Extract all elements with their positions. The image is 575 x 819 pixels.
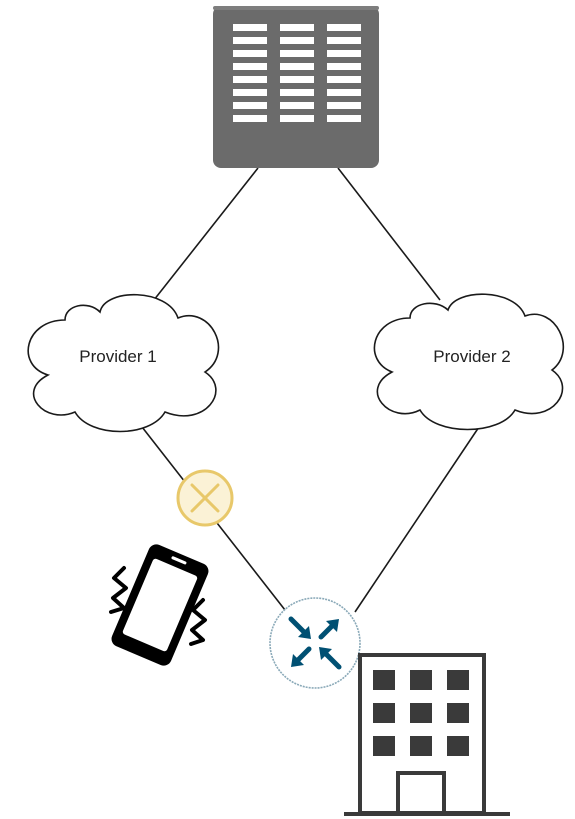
link-server-provider1	[149, 167, 259, 306]
provider1-cloud: Provider 1	[27, 293, 220, 433]
provider1-label: Provider 1	[79, 347, 156, 366]
link-provider2-router	[354, 417, 486, 613]
office-building-icon	[344, 653, 510, 816]
provider2-label: Provider 2	[433, 347, 510, 366]
vibrating-phone-icon	[109, 544, 209, 666]
cloud-icon	[373, 293, 564, 431]
building-door	[396, 771, 446, 815]
provider2-cloud: Provider 2	[373, 293, 564, 431]
failure-x-icon	[176, 469, 234, 527]
router-icon	[269, 597, 361, 689]
server-rack-icon	[213, 6, 379, 168]
cloud-icon	[27, 293, 220, 433]
link-server-provider2	[337, 167, 441, 301]
